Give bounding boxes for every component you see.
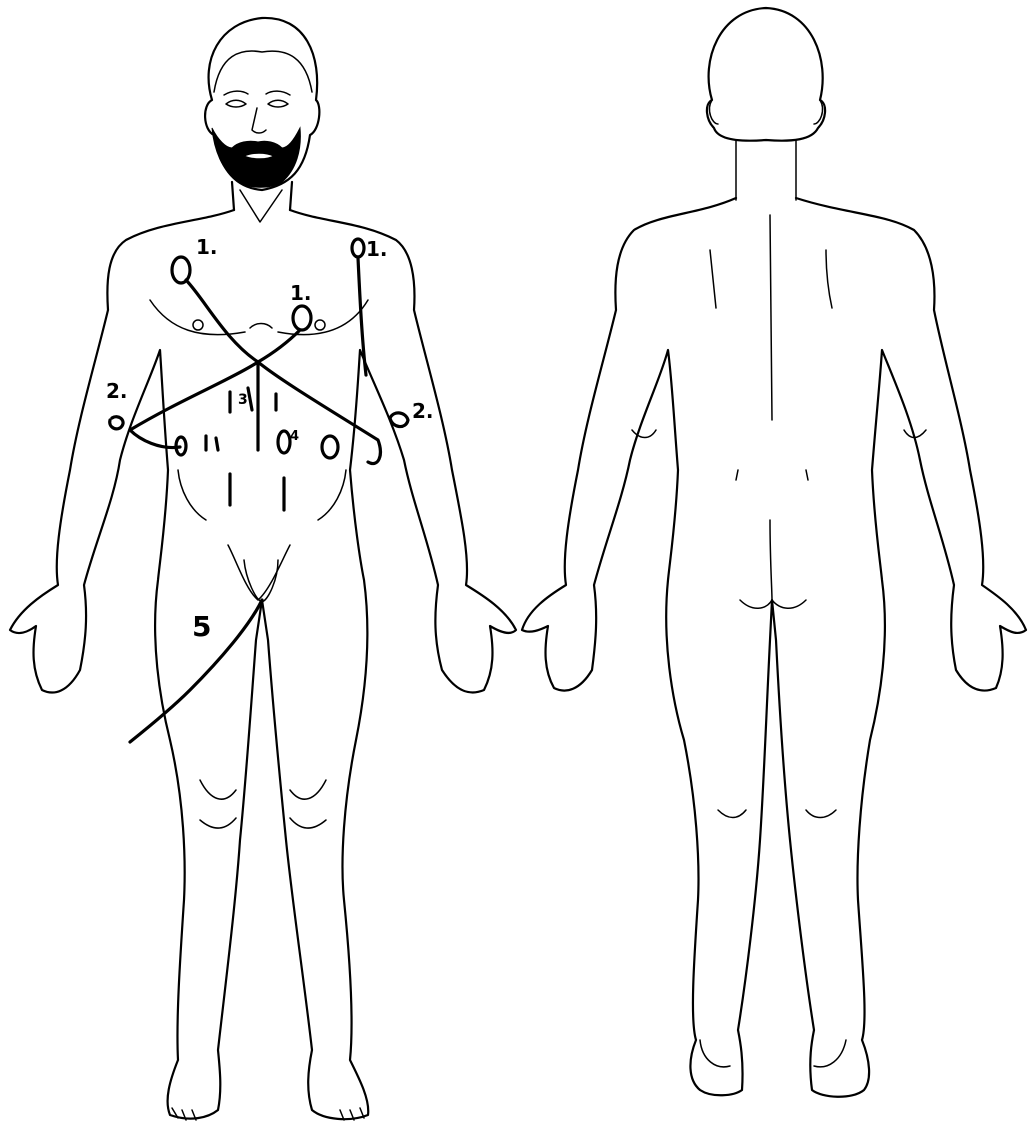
front-knee-right bbox=[200, 780, 236, 799]
front-nipple-left bbox=[315, 320, 325, 330]
back-spine bbox=[770, 215, 772, 420]
front-hairline bbox=[214, 51, 312, 92]
front-nose bbox=[252, 108, 266, 133]
electrode-abdomen-right-4 bbox=[278, 431, 290, 453]
back-knee-left bbox=[718, 810, 746, 818]
label-upper-chest-left: 1. bbox=[290, 281, 312, 305]
front-right-eye bbox=[268, 100, 288, 107]
label-shoulder-left: 1. bbox=[366, 237, 388, 261]
back-waist-dimples bbox=[736, 470, 808, 480]
arm-mark-left bbox=[390, 413, 408, 427]
front-view-figure bbox=[10, 18, 516, 1120]
back-heel-left bbox=[700, 1040, 730, 1067]
electrode-chest-left bbox=[293, 306, 311, 330]
arm-mark-right bbox=[110, 417, 123, 429]
label-abdomen-center: 3 bbox=[238, 392, 248, 408]
wire-upper-right-chest bbox=[186, 280, 380, 464]
front-waist-lines bbox=[178, 470, 346, 520]
back-gluteal-line bbox=[740, 520, 806, 608]
label-thigh-right: 5 bbox=[192, 610, 211, 643]
back-shoulder-blade-right bbox=[826, 250, 832, 308]
back-view-figure bbox=[522, 8, 1026, 1097]
label-upper-chest-right: 1. bbox=[196, 235, 218, 259]
back-neck bbox=[736, 140, 796, 200]
wire-upper-left-chest bbox=[130, 330, 300, 448]
back-elbow-left bbox=[632, 430, 656, 438]
front-brow-right bbox=[266, 91, 290, 95]
front-left-eye bbox=[226, 100, 246, 107]
back-body-outline bbox=[522, 198, 1026, 1097]
front-pectoral-lines bbox=[150, 300, 368, 335]
label-arm-right: 2. bbox=[106, 379, 128, 403]
front-body-outline bbox=[10, 210, 516, 1119]
front-nipple-right bbox=[193, 320, 203, 330]
back-ear-right bbox=[814, 100, 822, 124]
back-head-outline bbox=[707, 8, 825, 141]
electrode-shoulder-left bbox=[352, 239, 364, 257]
front-groin bbox=[228, 545, 290, 600]
electrode-abdomen-left bbox=[322, 436, 338, 458]
front-brow-left bbox=[224, 91, 248, 95]
back-ear-left bbox=[710, 100, 718, 124]
electrode-chest-right bbox=[172, 257, 190, 283]
label-abdomen-right: 4 bbox=[290, 429, 299, 444]
back-shoulder-blade-left bbox=[710, 250, 716, 308]
label-arm-left: 2. bbox=[412, 399, 434, 423]
abdomen-incision-marks bbox=[206, 365, 284, 510]
